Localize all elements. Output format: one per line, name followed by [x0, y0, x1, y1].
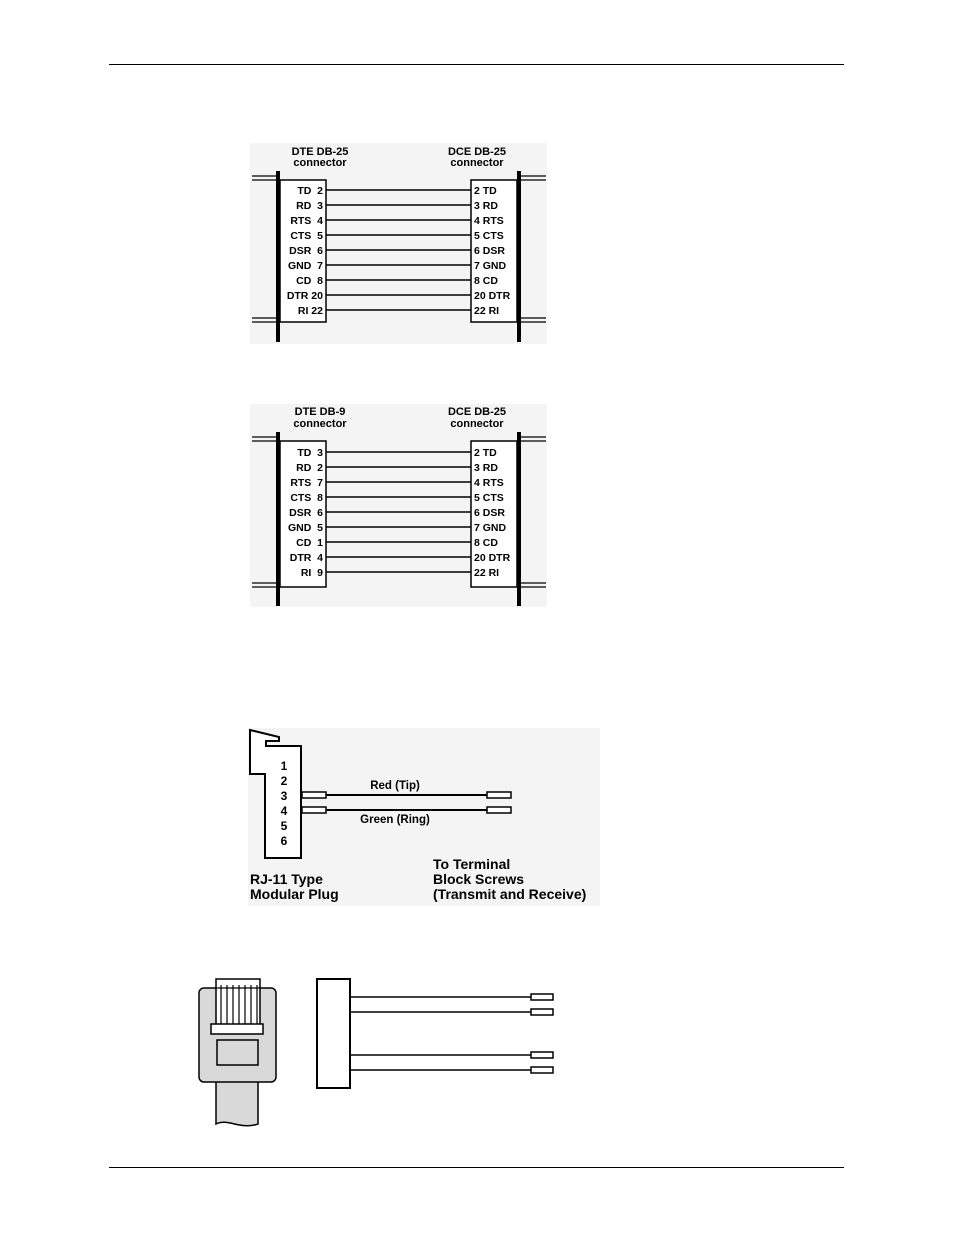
- wire-end: [530, 1066, 554, 1074]
- footer-rule: [109, 1167, 844, 1168]
- wires: [326, 189, 471, 311]
- right-pin-label: 20 DTR: [474, 290, 511, 302]
- left-pin-label: GND 7: [288, 260, 323, 272]
- terminal-label-line3: (Transmit and Receive): [433, 886, 586, 902]
- right-header-line2: connector: [450, 157, 504, 169]
- left-pin-label: DSR 6: [289, 245, 323, 257]
- green-ring-label: Green (Ring): [360, 814, 430, 826]
- right-pin-label: 6 DSR: [474, 507, 505, 519]
- right-pin-label: 4 RTS: [474, 477, 504, 489]
- diagram-background: [248, 728, 600, 906]
- plug-label-line2: Modular Plug: [250, 886, 339, 902]
- left-connector-flange: [276, 432, 280, 606]
- right-pin-label: 22 RI: [474, 567, 499, 579]
- left-pin-label: RD 2: [296, 462, 323, 474]
- wire-end: [530, 1051, 554, 1059]
- wire-end: [530, 993, 554, 1001]
- right-pin-label: 7 GND: [474, 260, 507, 272]
- right-header-line1: DCE DB-25: [448, 146, 506, 158]
- adapter-block: [316, 978, 351, 1089]
- right-header-line1: DCE DB-25: [448, 406, 506, 418]
- left-pin-label: CTS 5: [290, 230, 323, 242]
- right-pin-label: 2 TD: [474, 185, 497, 197]
- left-pin-label: RI 22: [298, 305, 323, 317]
- right-pin-label: 5 CTS: [474, 230, 504, 242]
- left-pin-label: DSR 6: [289, 507, 323, 519]
- left-header-line2: connector: [293, 157, 347, 169]
- pin-number: 6: [281, 834, 288, 848]
- left-connector-body: [279, 440, 327, 588]
- left-header-line1: DTE DB-25: [292, 146, 349, 158]
- left-pin-label: RI 9: [301, 567, 323, 579]
- right-pin-label: 5 CTS: [474, 492, 504, 504]
- pin4-terminal: [301, 806, 327, 814]
- adapter-wires: [350, 996, 531, 1071]
- pin-number: 1: [281, 759, 288, 773]
- plug-latch: [216, 1039, 259, 1066]
- right-pin-label: 7 GND: [474, 522, 507, 534]
- plug-strain-bar: [210, 1023, 264, 1035]
- green-wire-end: [486, 806, 512, 814]
- left-pin-label: TD 2: [297, 185, 323, 197]
- right-pin-label: 3 RD: [474, 462, 498, 474]
- left-pin-label: GND 5: [288, 522, 323, 534]
- terminal-label-line1: To Terminal: [433, 856, 510, 872]
- wires: [326, 451, 471, 573]
- pin-number: 4: [281, 804, 288, 818]
- left-pin-label: CTS 8: [290, 492, 323, 504]
- db25-to-db25-diagram: DTE DB-25 connector DCE DB-25 connector: [250, 143, 547, 344]
- left-pin-label: DTR 4: [290, 552, 323, 564]
- right-header-line2: connector: [450, 418, 504, 430]
- left-pin-label: DTR 20: [287, 290, 323, 302]
- left-connector-flange: [276, 171, 280, 342]
- right-pin-label: 8 CD: [474, 537, 498, 549]
- pin-number: 5: [281, 819, 288, 833]
- right-pin-label: 22 RI: [474, 305, 499, 317]
- pin-number: 2: [281, 774, 288, 788]
- cable-edges: [252, 436, 546, 588]
- right-connector-flange: [517, 171, 521, 342]
- right-connector-body: [470, 179, 518, 323]
- right-pin-label: 3 RD: [474, 200, 498, 212]
- header-rule: [109, 64, 844, 65]
- plug-contact-block: [215, 978, 261, 1026]
- right-pin-label: 2 TD: [474, 447, 497, 459]
- right-pin-label: 8 CD: [474, 275, 498, 287]
- right-connector-flange: [517, 432, 521, 606]
- terminal-label-line2: Block Screws: [433, 871, 524, 887]
- rj11-plug-outline: [249, 728, 302, 859]
- wire-end: [530, 1008, 554, 1016]
- pin-number: 3: [281, 789, 288, 803]
- left-pin-label: CD 1: [296, 537, 323, 549]
- red-tip-label: Red (Tip): [370, 780, 420, 792]
- db9-to-db25-diagram: DTE DB-9 connector DCE DB-25 connector T…: [250, 404, 547, 607]
- left-header-line1: DTE DB-9: [295, 406, 346, 418]
- cable-edges: [252, 175, 546, 323]
- pin3-terminal: [301, 791, 327, 799]
- right-connector-body: [470, 440, 518, 588]
- left-pin-label: RD 3: [296, 200, 323, 212]
- left-pin-label: RTS 7: [290, 477, 323, 489]
- plug-contacts: [216, 985, 260, 1024]
- rj11-wiring-diagram: 1 2 3 4 5 6 Red (Tip) Green (Ring) RJ-11…: [248, 728, 600, 906]
- right-pin-label: 20 DTR: [474, 552, 511, 564]
- modular-plug-illustration: [198, 978, 554, 1127]
- left-connector-body: [279, 179, 327, 323]
- left-pin-label: CD 8: [296, 275, 323, 287]
- right-pin-label: 4 RTS: [474, 215, 504, 227]
- plug-label-line1: RJ-11 Type: [250, 871, 323, 887]
- left-pin-label: RTS 4: [290, 215, 323, 227]
- red-wire-end: [486, 791, 512, 799]
- left-pin-label: TD 3: [297, 447, 323, 459]
- plug-cable: [215, 1079, 259, 1127]
- right-pin-label: 6 DSR: [474, 245, 505, 257]
- left-header-line2: connector: [293, 418, 347, 430]
